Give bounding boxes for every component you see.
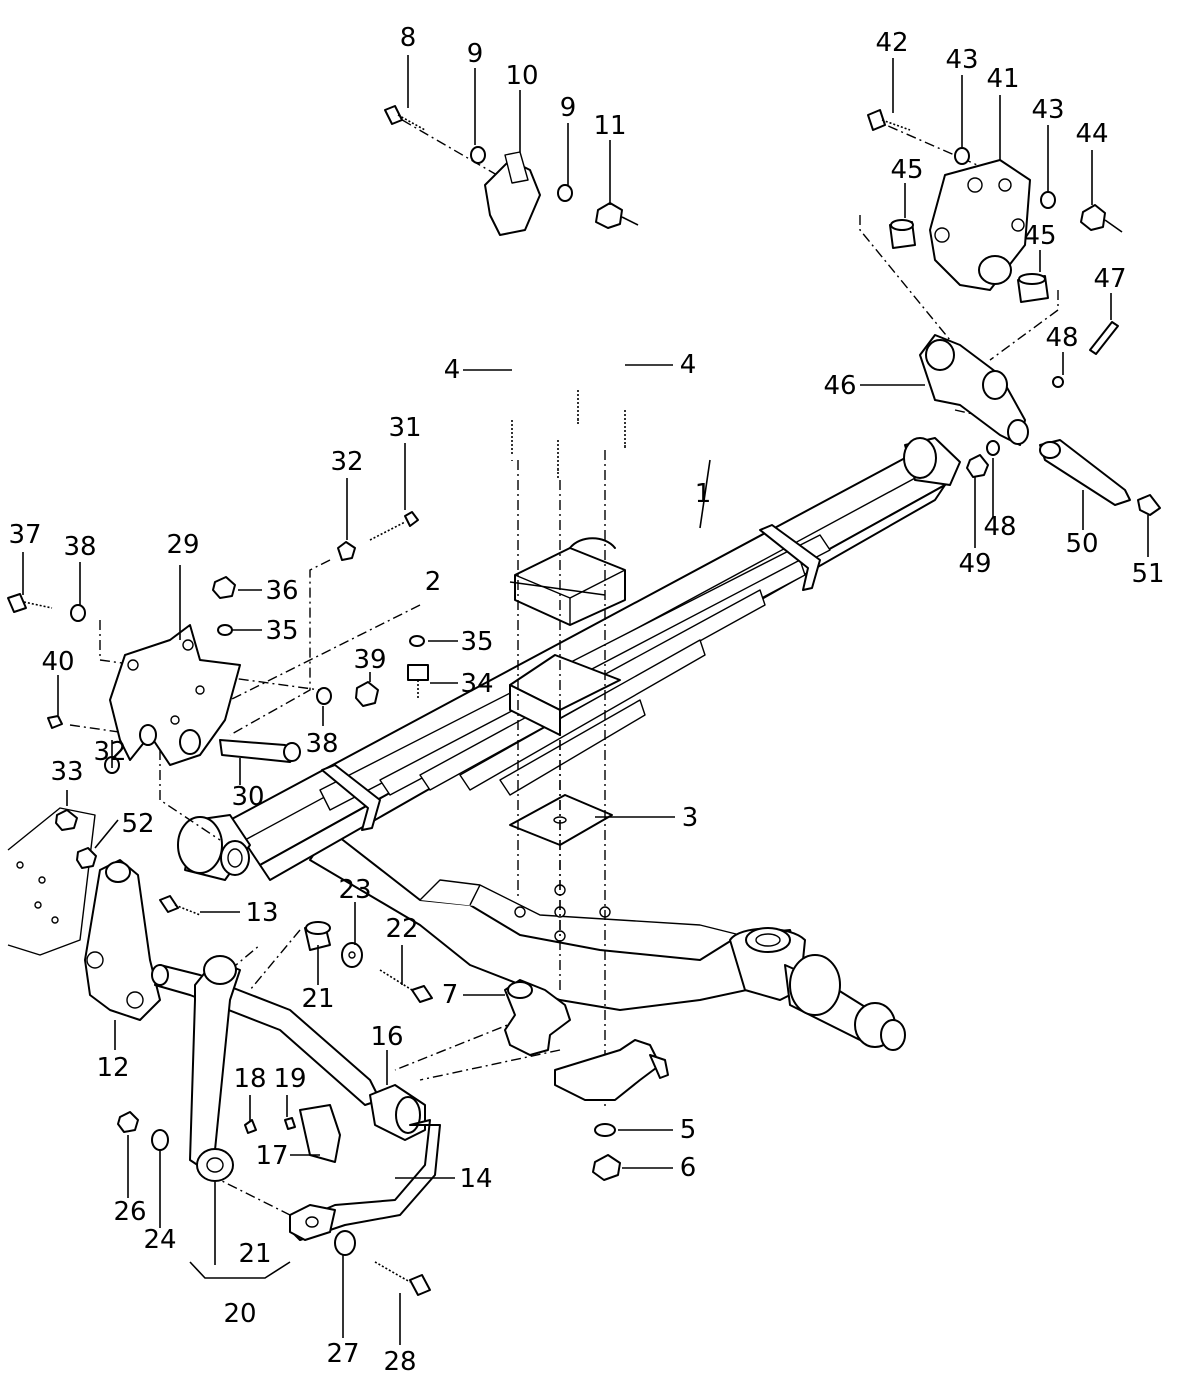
callout-44: 44: [1075, 119, 1108, 149]
spacer-block: [514, 537, 626, 626]
rear-spring-hanger-assembly: [867, 109, 1123, 303]
front-spring-hanger-assembly: [7, 511, 429, 774]
callout-28: 28: [383, 1347, 416, 1377]
shackle-bracket-top-assembly: [384, 105, 639, 236]
front-axle-beam: [309, 829, 906, 1051]
frame-rail-fragment: [7, 807, 97, 956]
callout-27: 27: [326, 1339, 359, 1369]
callout-49: 49: [958, 549, 991, 579]
callout-31: 31: [388, 413, 421, 443]
callout-46: 46: [823, 371, 856, 401]
callout-29: 29: [166, 530, 199, 560]
callout-4-left: 4: [444, 355, 461, 385]
callout-4-right: 4: [680, 350, 697, 380]
callout-22: 22: [385, 914, 418, 944]
callout-43-right: 43: [1031, 95, 1064, 125]
assembly-centerlines: [69, 109, 1059, 1226]
callout-52: 52: [121, 809, 154, 839]
callout-20: 20: [223, 1299, 256, 1329]
callout-8: 8: [400, 23, 417, 53]
callout-leader-lines: [22, 55, 1149, 1345]
callout-51: 51: [1131, 559, 1164, 589]
callout-38-left: 38: [63, 532, 96, 562]
callout-50: 50: [1065, 529, 1098, 559]
callout-17: 17: [255, 1141, 288, 1171]
callout-13: 13: [245, 898, 278, 928]
callout-16: 16: [370, 1022, 403, 1052]
callout-37: 37: [8, 520, 41, 550]
callout-labels: 1 2 3 4 4 5 6 7 8 9 9 10 11 12 13 14 16 …: [8, 23, 1164, 1377]
callout-42: 42: [875, 28, 908, 58]
callout-43-left: 43: [945, 45, 978, 75]
callout-7: 7: [442, 980, 459, 1010]
callout-19: 19: [273, 1064, 306, 1094]
callout-9-right: 9: [560, 93, 577, 123]
callout-48-lower: 48: [983, 512, 1016, 542]
u-bolt-right: [575, 311, 628, 448]
callout-32-lower: 32: [93, 737, 126, 767]
callout-21-lower: 21: [238, 1239, 271, 1269]
callout-10: 10: [505, 61, 538, 91]
callout-6: 6: [680, 1153, 697, 1183]
callout-35-left: 35: [265, 616, 298, 646]
callout-11: 11: [593, 111, 626, 141]
leaf-spring: [177, 437, 961, 881]
callout-9-left: 9: [467, 39, 484, 69]
callout-35-right: 35: [460, 627, 493, 657]
shackle: [919, 321, 1161, 516]
bushing-washer-hardware: [117, 921, 433, 1296]
callout-12: 12: [96, 1053, 129, 1083]
callout-34: 34: [460, 669, 493, 699]
callout-32-upper: 32: [330, 447, 363, 477]
callout-2: 2: [425, 567, 442, 597]
axle-stop-bracket: [504, 979, 669, 1181]
callout-5: 5: [680, 1115, 697, 1145]
callout-38-right: 38: [305, 729, 338, 759]
callout-21-upper: 21: [301, 984, 334, 1014]
callout-45-left: 45: [890, 155, 923, 185]
callout-47: 47: [1093, 264, 1126, 294]
stabilizer-link-and-bar: [151, 955, 441, 1241]
stabilizer-bracket: [84, 859, 201, 1021]
lower-spring-plate: [509, 794, 613, 846]
callout-36: 36: [265, 576, 298, 606]
callout-40: 40: [41, 647, 74, 677]
callout-26: 26: [113, 1197, 146, 1227]
callout-39: 39: [353, 645, 386, 675]
callout-33: 33: [50, 757, 83, 787]
callout-30: 30: [231, 782, 264, 812]
callout-41: 41: [986, 64, 1019, 94]
u-bolt-left: [509, 342, 561, 478]
callout-18: 18: [233, 1064, 266, 1094]
callout-24: 24: [143, 1225, 176, 1255]
callout-48-upper: 48: [1045, 323, 1078, 353]
callout-14: 14: [459, 1164, 492, 1194]
callout-3: 3: [682, 803, 699, 833]
callout-1: 1: [695, 479, 712, 509]
callout-23: 23: [338, 875, 371, 905]
callout-45-right: 45: [1023, 221, 1056, 251]
